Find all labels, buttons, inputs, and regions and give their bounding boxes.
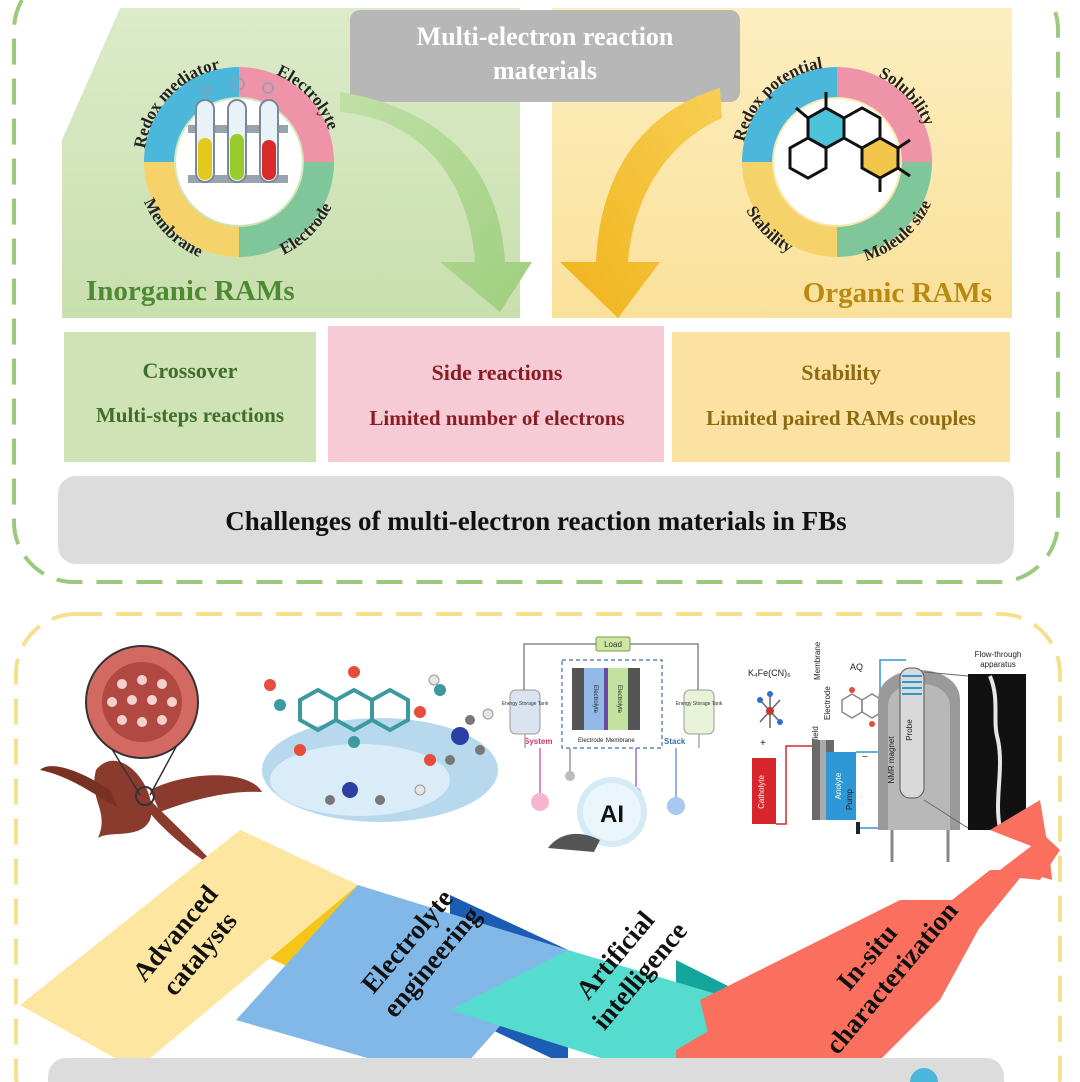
top-title-line2: materials xyxy=(493,56,597,85)
insitu-electrode-label: Electrode xyxy=(823,686,832,720)
ai-schematic: Load Energy Storage Tank Energy Storage … xyxy=(502,636,723,852)
challenge-title-side-reactions: Side reactions xyxy=(432,360,563,385)
top-title-box xyxy=(350,10,740,102)
insitu-pump-label: Pump xyxy=(845,789,854,810)
bottom-section-dashed-border xyxy=(14,612,1062,1082)
top-title-line1: Multi-electron reaction xyxy=(417,22,674,51)
ai-right-tank-label: Energy Storage Tank xyxy=(676,701,723,707)
green-curved-arrow xyxy=(340,92,532,312)
top-section-dashed-border xyxy=(12,0,1060,584)
challenge-detail-electrons: Limited number of electrons xyxy=(369,406,624,430)
insitu-nmr-label: NMR magnet xyxy=(887,736,896,784)
step-advanced-catalysts xyxy=(20,830,358,1070)
ai-badge-label: AI xyxy=(600,801,624,828)
bottom-banner xyxy=(48,1058,1004,1082)
insitu-plus-label: + xyxy=(760,738,766,749)
organic-rams-label: Organic RAMs xyxy=(803,277,992,309)
insitu-catholyte-label: Catholyte xyxy=(757,775,766,809)
ai-load-label: Load xyxy=(604,640,622,649)
ai-system-label: System xyxy=(524,737,552,746)
challenges-banner-text: Challenges of multi-electron reaction ma… xyxy=(225,506,846,536)
insitu-aq-label: AQ xyxy=(850,662,863,672)
challenge-box-inorganic xyxy=(64,332,316,462)
challenge-title-crossover: Crossover xyxy=(143,358,238,383)
ai-electrolyte-left-label: Electrolyte xyxy=(592,685,598,714)
bottom-banner-dot xyxy=(910,1068,938,1082)
yellow-curved-arrow xyxy=(560,88,722,318)
inorganic-rams-label: Inorganic RAMs xyxy=(86,275,295,307)
challenge-box-side xyxy=(328,326,664,462)
insitu-membrane-label: Membrane xyxy=(813,641,822,680)
step-electrolyte-engineering xyxy=(236,885,568,1082)
challenge-box-organic xyxy=(672,332,1010,462)
ai-electrode-label: Electrode xyxy=(578,738,604,744)
challenge-detail-multistep: Multi-steps reactions xyxy=(96,403,284,427)
ai-membrane-label: Membrane xyxy=(606,738,635,744)
insitu-schematic: K₄Fe(CN)₆ Membrane Electrode Flow field … xyxy=(748,641,1026,862)
challenge-title-stability: Stability xyxy=(801,360,880,385)
insitu-minus-label: − xyxy=(862,752,868,763)
molecule-icon xyxy=(788,92,911,192)
insitu-anolyte-label: Anolyte xyxy=(834,772,843,799)
ai-stack-label: Stack xyxy=(664,737,686,746)
insitu-probe-label: Probe xyxy=(905,719,914,741)
test-tubes-icon xyxy=(188,77,288,183)
insitu-reagent-label: K₄Fe(CN)₆ xyxy=(748,668,791,678)
challenge-detail-couples: Limited paired RAMs couples xyxy=(706,406,976,430)
insitu-flowthrough-label-2: apparatus xyxy=(980,660,1016,669)
insitu-flowthrough-label-1: Flow-through xyxy=(975,650,1022,659)
ai-left-tank-label: Energy Storage Tank xyxy=(502,701,549,707)
staircase-arrow xyxy=(20,800,1060,1082)
ai-electrolyte-right-label: Electrolyte xyxy=(616,685,622,714)
organic-ring xyxy=(742,67,932,257)
challenges-banner xyxy=(58,476,1014,564)
catalyst-illustration xyxy=(40,645,262,870)
electrolyte-illustration xyxy=(262,666,498,822)
